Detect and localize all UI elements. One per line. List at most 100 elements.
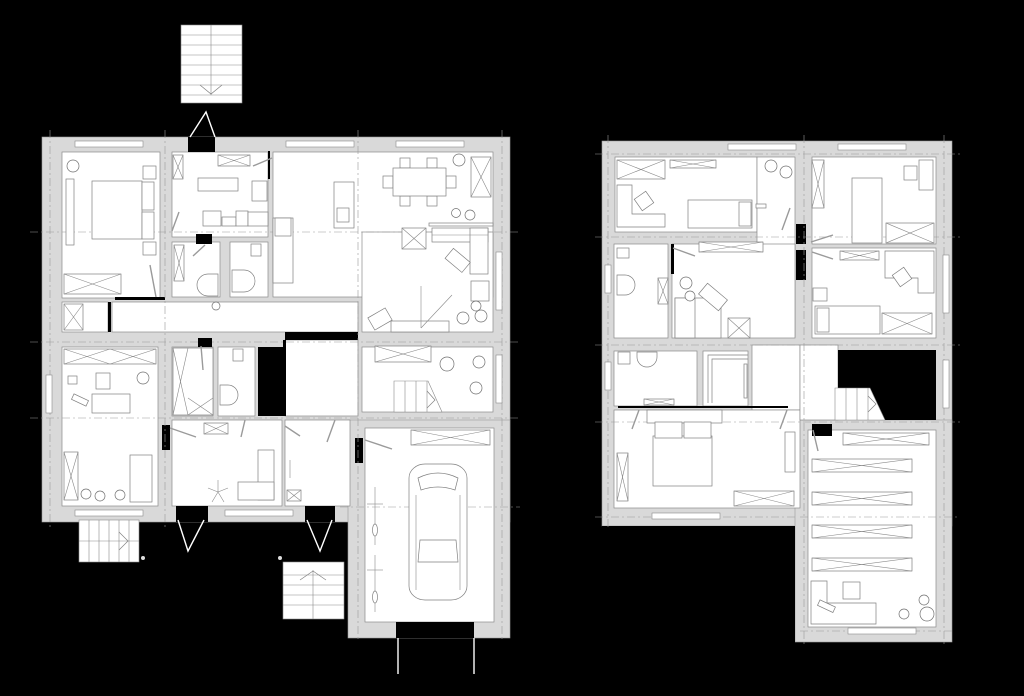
bench [203,422,229,435]
upper-floor-plan [595,135,960,696]
shaft-void [258,347,283,416]
keyboard [71,393,89,407]
window [651,512,721,520]
desk-chair [903,165,918,181]
toilet [196,273,219,297]
corner-desk [616,184,666,228]
single-bed [851,177,883,244]
sink [231,269,256,293]
wall-stub [755,203,767,209]
lamp-arm [420,294,453,329]
pillow [738,201,752,227]
corner-sofa [237,449,275,501]
mirror [743,363,748,399]
shelf [698,241,764,253]
wall-line [618,406,788,408]
window [285,140,355,148]
counter [197,177,239,192]
ground-floor-plan [30,24,520,674]
bicycle [367,555,383,612]
landing [799,344,839,421]
oven [336,207,350,223]
window [395,140,465,148]
sink [251,180,268,202]
wall-block [196,234,212,244]
corner-desk [884,250,935,294]
desk [918,159,934,191]
hall-corridor [111,301,359,333]
closet-wall [108,302,111,332]
door [169,427,197,438]
wardrobe [811,159,825,209]
pillow [816,307,830,333]
pillow [654,421,683,439]
washer [202,210,222,227]
upper-landing [751,344,801,411]
appliance [247,211,269,227]
cabinet [657,277,669,305]
cabinet [217,154,251,167]
bookshelf [63,348,157,365]
coat-rack [207,480,229,503]
window [495,354,503,404]
corner-desk [810,580,877,625]
tv-stand [390,320,450,333]
shower [250,243,262,257]
sink [616,274,636,296]
interior-stair [393,380,443,413]
car [408,463,468,601]
south-stair [282,561,345,620]
garage-door-opening [396,622,474,638]
dresser [733,490,795,507]
window [45,374,53,414]
bath-cabinet [173,244,185,282]
door-swing [177,519,205,553]
north-stair [180,24,243,104]
desk-chair [891,266,913,288]
wall-opening [812,424,832,436]
toilet [616,247,630,259]
shoe-rack [286,460,302,502]
side-table [727,317,751,339]
wall-line [671,244,674,274]
window [942,254,950,314]
wall-line [283,340,286,416]
walk-in-closet [702,350,749,407]
door [149,264,157,298]
bollard [278,556,282,560]
dresser [881,312,933,335]
pillow [683,421,712,439]
door [781,207,791,231]
window [847,627,917,635]
closet [63,303,84,331]
southwest-stair [78,519,140,563]
door [171,211,180,232]
wardrobe [63,451,79,501]
sofa [129,454,153,503]
window [837,143,907,151]
dining-table [382,157,457,207]
door [810,234,834,243]
foyer [284,339,359,417]
shelf [669,159,717,169]
door-swing [306,519,333,553]
lounge-chair [444,247,471,273]
dresser [65,178,75,246]
door [252,157,273,167]
window [224,509,294,517]
wall-opening [285,332,358,340]
window [495,251,503,311]
plant-icons [66,153,488,502]
toilet [232,348,244,362]
cabinet [172,347,214,416]
bollard [141,556,145,560]
door [200,345,204,371]
wardrobe [616,159,666,180]
toilet [617,351,631,365]
wall-line [268,151,270,179]
sink [636,351,658,368]
clothes-rail [707,354,748,403]
partition [428,222,494,227]
desk [91,393,131,414]
door [240,419,246,438]
